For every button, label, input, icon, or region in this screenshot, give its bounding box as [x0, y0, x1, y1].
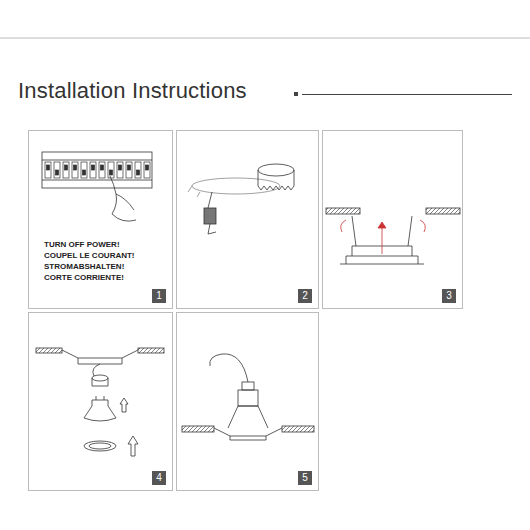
- callout-number-box: 2: [298, 289, 312, 303]
- callout-number: 3: [446, 291, 452, 301]
- warning-text: TURN OFF POWER!: [44, 240, 120, 249]
- title: Installation Instructions: [18, 78, 247, 104]
- callout-number-box: 1: [152, 289, 166, 303]
- callout-number-box: 3: [442, 289, 456, 303]
- warning-text: STROMABSHALTEN!: [44, 262, 124, 271]
- callout-number: 5: [302, 473, 308, 483]
- callout-number: 2: [302, 291, 308, 301]
- callout-number: 1: [156, 291, 162, 301]
- callout-number: 4: [156, 473, 162, 483]
- warning-text: CORTE CORRIENTE!: [44, 273, 124, 282]
- callout-number-box: 4: [152, 471, 166, 485]
- callout-number-box: 5: [298, 471, 312, 485]
- warning-text: COUPEL LE COURANT!: [44, 251, 135, 260]
